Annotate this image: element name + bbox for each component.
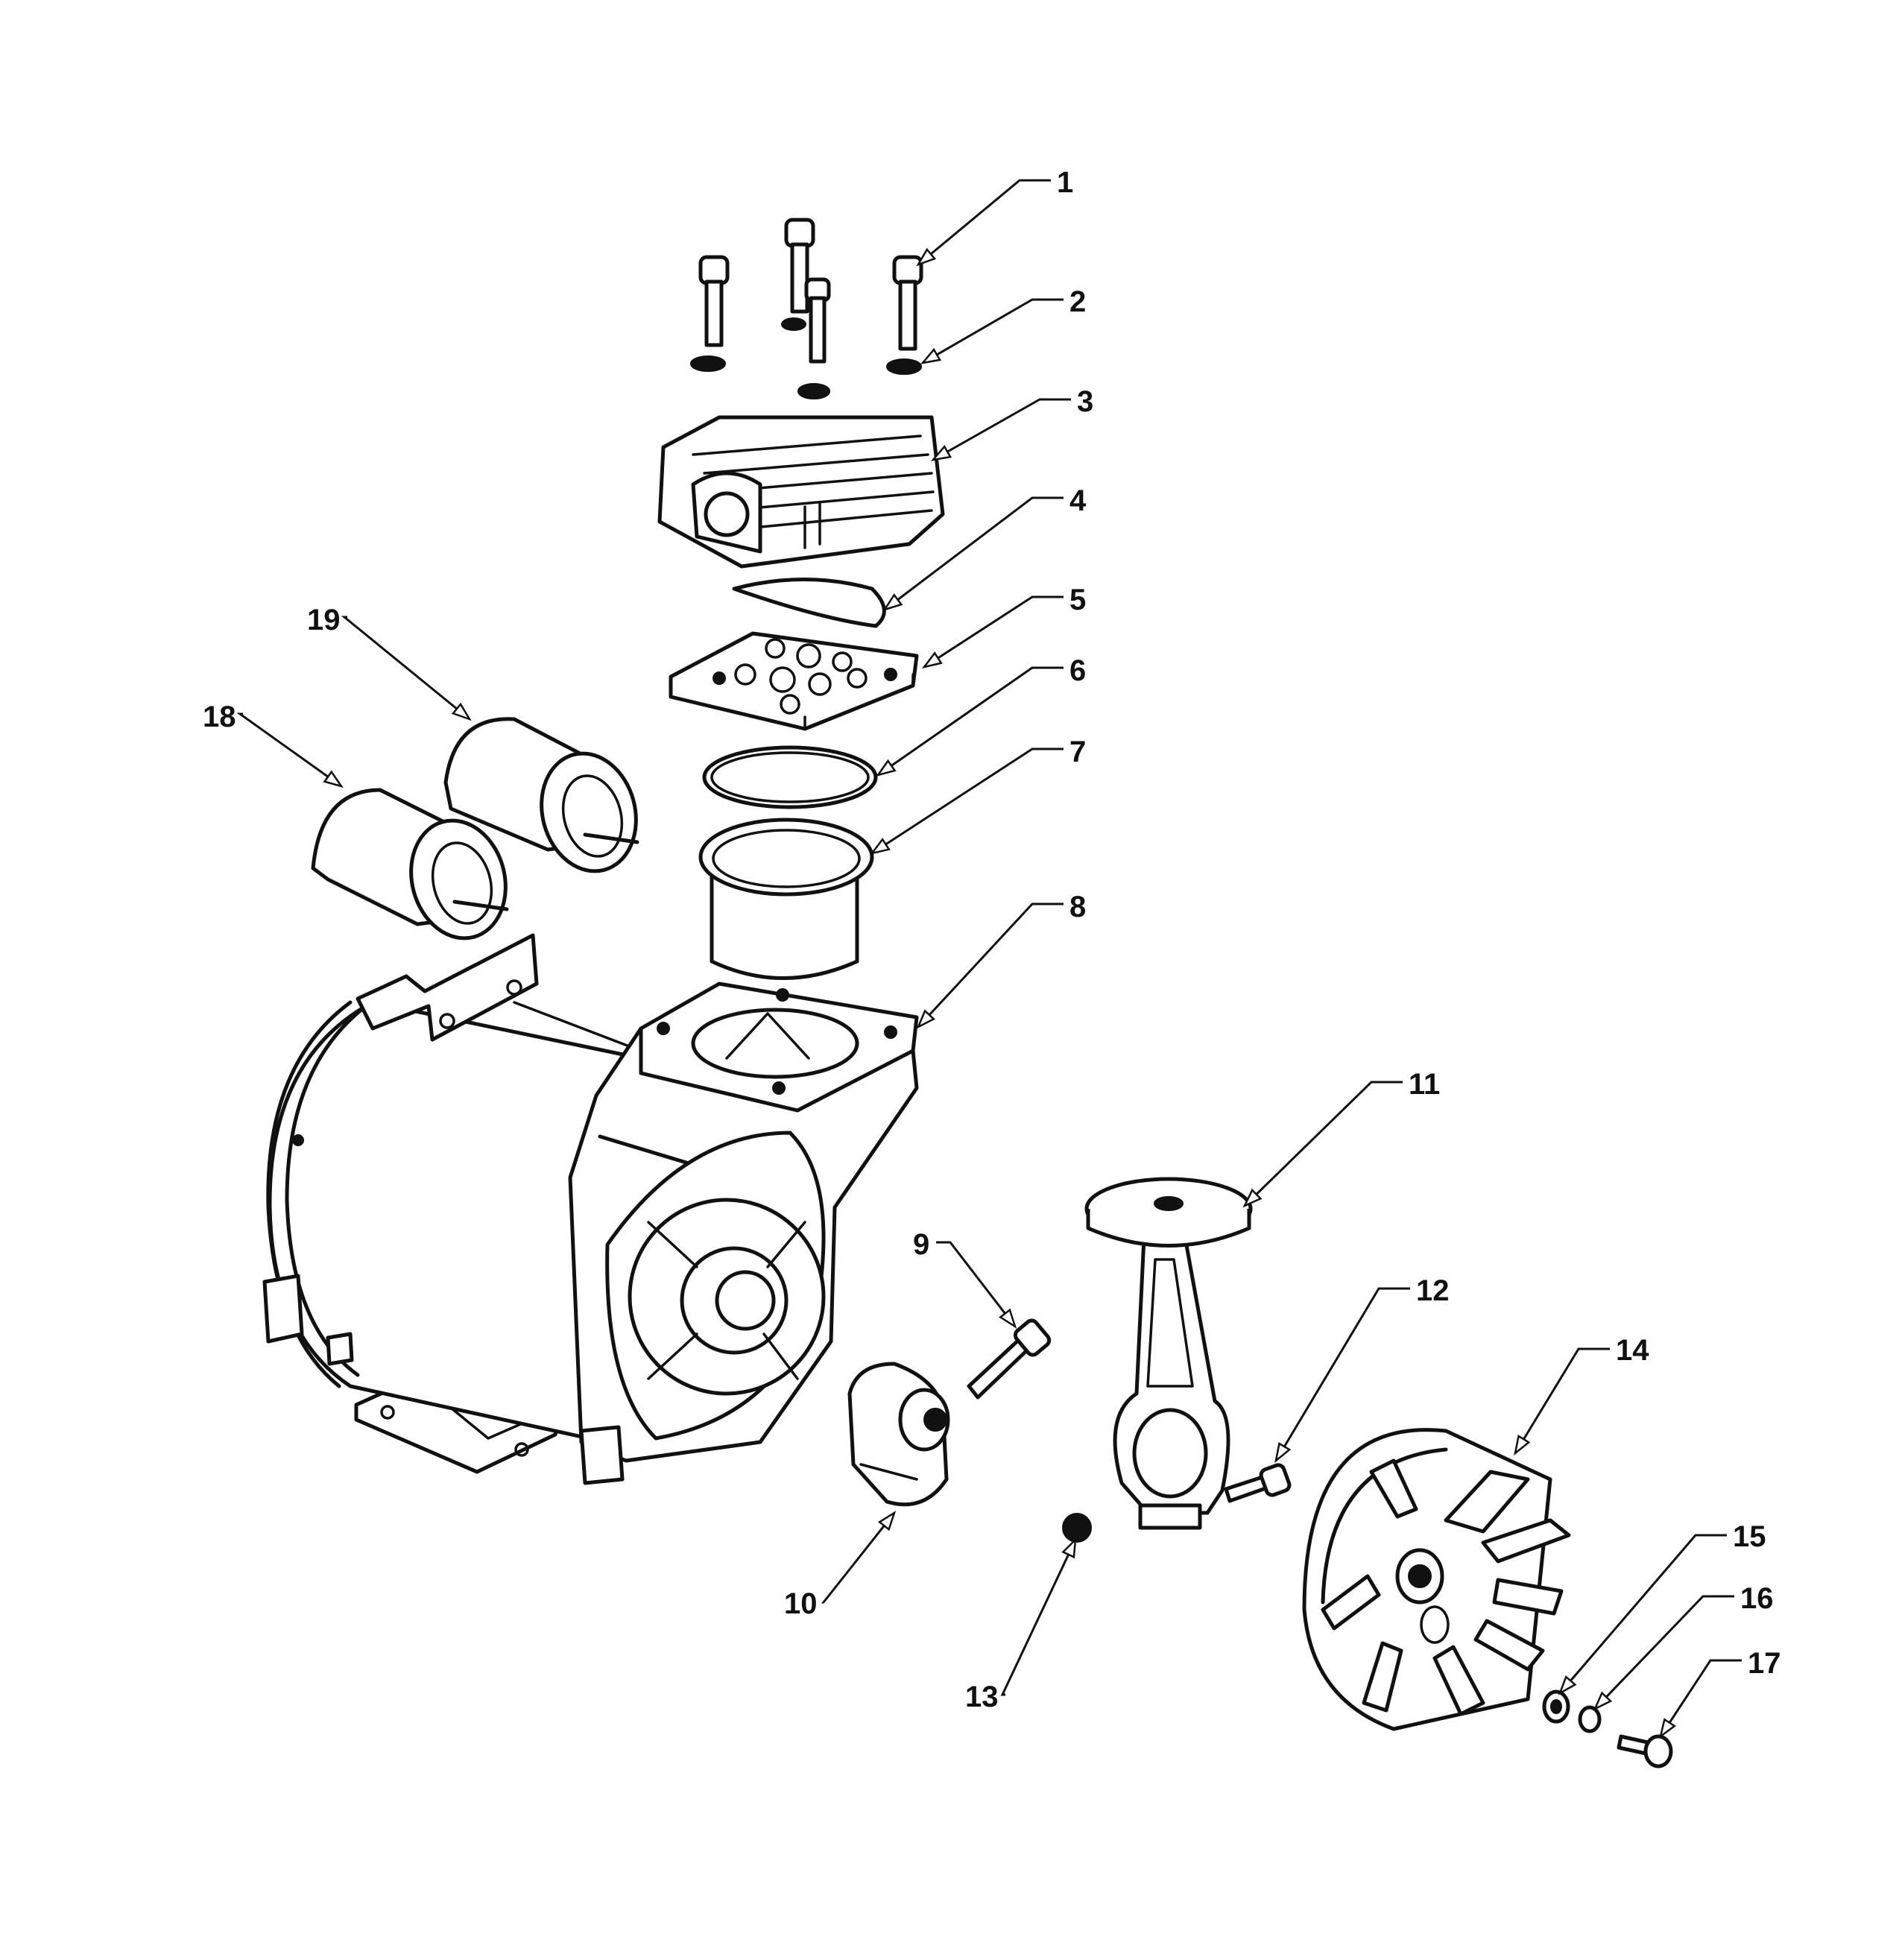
- callout-number: 2: [1069, 285, 1086, 318]
- callout-5: 5: [921, 584, 1086, 668]
- callout-number: 7: [1069, 736, 1086, 768]
- callout-number: 16: [1740, 1582, 1774, 1615]
- callout-number: 19: [307, 604, 341, 636]
- callout-number: 6: [1069, 654, 1086, 687]
- callout-arrow: [1593, 1691, 1613, 1711]
- callout-14: 14: [1514, 1334, 1649, 1456]
- callout-arrow: [1242, 1188, 1263, 1208]
- callout-18: 18: [203, 701, 344, 788]
- callout-leader: [871, 747, 1064, 855]
- cylinder-head: [657, 415, 945, 569]
- callout-number: 1: [1057, 166, 1073, 199]
- eccentric: [847, 1362, 950, 1507]
- callout-arrow: [875, 759, 897, 777]
- callout-number: 3: [1077, 385, 1093, 418]
- capacitor-run: [443, 717, 639, 873]
- callout-arrow: [1061, 1537, 1077, 1559]
- callout-leader: [922, 298, 1064, 364]
- callout-arrow: [323, 770, 344, 788]
- cooling-fan: [1302, 1428, 1571, 1731]
- connecting-rod: [1084, 1177, 1253, 1530]
- callout-9: 9: [913, 1228, 1017, 1329]
- callout-arrow: [921, 651, 943, 668]
- o-ring: [702, 745, 878, 809]
- callout-leader: [877, 666, 1064, 777]
- callout-leader: [1593, 1595, 1734, 1710]
- callout-number: 17: [1748, 1647, 1781, 1680]
- callout-15: 15: [1558, 1520, 1766, 1695]
- callout-number: 4: [1069, 484, 1087, 517]
- head-washers: [690, 317, 922, 399]
- fan-bolt: [1617, 1734, 1673, 1768]
- callout-leader: [917, 902, 1064, 1028]
- callout-arrow: [916, 247, 937, 267]
- callout-arrow: [1514, 1435, 1531, 1456]
- callout-number: 5: [1069, 584, 1086, 616]
- callout-11: 11: [1242, 1068, 1440, 1208]
- callout-leader: [236, 712, 342, 788]
- lock-washer: [1578, 1705, 1602, 1733]
- callout-arrow: [920, 347, 942, 364]
- callout-leader: [1558, 1534, 1727, 1694]
- callout-arrow: [930, 445, 952, 461]
- callout-number: 15: [1733, 1520, 1766, 1553]
- callout-10: 10: [784, 1511, 897, 1620]
- callout-7: 7: [869, 736, 1086, 855]
- callout-number: 8: [1069, 891, 1086, 923]
- rod-screw: [1224, 1463, 1292, 1503]
- callout-19: 19: [307, 604, 472, 721]
- callout-leader: [884, 496, 1064, 611]
- callout-2: 2: [920, 285, 1086, 364]
- callout-number: 18: [203, 701, 236, 733]
- callout-16: 16: [1593, 1582, 1774, 1711]
- callout-13: 13: [965, 1537, 1077, 1713]
- motor-crankcase-assembly: [262, 933, 919, 1485]
- callout-leader: [1659, 1659, 1742, 1737]
- callout-leader: [936, 1241, 1017, 1327]
- valve-plate: [669, 631, 919, 731]
- callout-leader: [1243, 1081, 1403, 1207]
- cylinder-sleeve: [698, 818, 874, 980]
- callout-number: 10: [784, 1587, 818, 1620]
- callout-leader: [341, 616, 470, 721]
- callout-arrow: [882, 593, 903, 612]
- callout-number: 14: [1616, 1334, 1649, 1367]
- callout-6: 6: [875, 654, 1086, 777]
- callout-leader: [917, 179, 1051, 266]
- callout-leader: [821, 1512, 896, 1604]
- callout-leader: [1274, 1287, 1410, 1461]
- callout-number: 9: [913, 1228, 929, 1261]
- callout-leader: [932, 398, 1071, 461]
- ball: [1062, 1513, 1092, 1543]
- callout-arrow: [877, 1511, 897, 1531]
- eccentric-bolt: [967, 1318, 1052, 1400]
- callout-leader: [1514, 1347, 1610, 1454]
- callout-arrow: [1558, 1675, 1577, 1695]
- callout-arrow: [916, 1009, 935, 1029]
- callout-17: 17: [1658, 1647, 1781, 1739]
- head-gasket: [732, 578, 886, 628]
- callout-leader: [1000, 1539, 1077, 1696]
- callout-8: 8: [916, 891, 1086, 1029]
- callout-leader: [923, 595, 1064, 668]
- head-bolts: [698, 218, 923, 364]
- callout-number: 11: [1409, 1068, 1440, 1101]
- callout-number: 12: [1416, 1274, 1450, 1307]
- callout-arrow: [869, 838, 891, 855]
- callout-arrow: [451, 702, 472, 721]
- callout-12: 12: [1274, 1274, 1450, 1464]
- callout-1: 1: [916, 166, 1073, 267]
- callout-arrow: [1658, 1718, 1676, 1739]
- callout-arrow: [999, 1308, 1017, 1329]
- capacitor-start: [311, 788, 509, 941]
- callout-arrow: [1274, 1442, 1292, 1464]
- callout-3: 3: [930, 385, 1093, 461]
- callout-4: 4: [882, 484, 1087, 612]
- callout-number: 13: [965, 1681, 999, 1713]
